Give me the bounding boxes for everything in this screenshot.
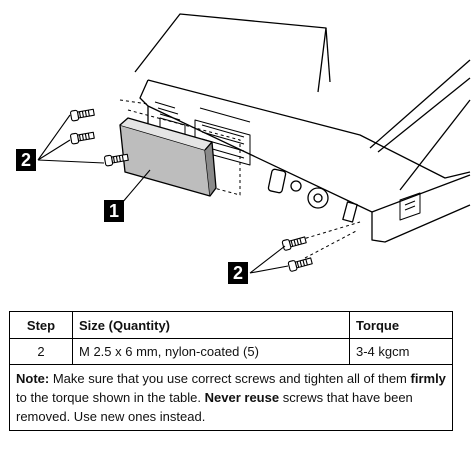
note-bold-never-reuse: Never reuse <box>204 390 280 405</box>
note-text-1: Make sure that you use correct screws an… <box>49 371 411 386</box>
table-row: 2 M 2.5 x 6 mm, nylon-coated (5) 3-4 kgc… <box>9 338 453 365</box>
note-text-3: screws that have been removed. Use new o… <box>16 390 413 424</box>
cell-torque: 3-4 kgcm <box>349 338 453 365</box>
screws-bottom <box>281 236 313 272</box>
note-cell: Note: Make sure that you use correct scr… <box>9 364 453 431</box>
header-torque: Torque <box>349 311 453 339</box>
note-bold-firmly: firmly <box>410 371 446 386</box>
svg-text:2: 2 <box>21 150 31 170</box>
note-text-2: to the torque shown in the table. <box>16 390 205 405</box>
header-size: Size (Quantity) <box>72 311 350 339</box>
svg-text:1: 1 <box>109 201 119 221</box>
screws-top <box>70 108 129 167</box>
cell-step: 2 <box>9 338 73 365</box>
svg-text:2: 2 <box>233 263 243 283</box>
callout-1 <box>104 200 124 222</box>
port-slot <box>267 168 287 194</box>
assembly-diagram: 2 1 2 <box>16 13 471 284</box>
note-row: Note: Make sure that you use correct scr… <box>9 364 453 431</box>
callout-2-top <box>16 149 36 171</box>
round-port <box>307 187 329 209</box>
screw-spec-table: Step Size (Quantity) Torque 2 M 2.5 x 6 … <box>9 311 453 431</box>
header-step: Step <box>9 311 73 339</box>
laptop-base-top-edge <box>147 79 471 179</box>
callout-2-bottom <box>228 262 248 284</box>
table-header-row: Step Size (Quantity) Torque <box>9 311 453 339</box>
cell-size: M 2.5 x 6 mm, nylon-coated (5) <box>72 338 350 365</box>
note-label: Note: <box>16 371 50 386</box>
laptop-base-front <box>147 105 471 243</box>
laptop-lid <box>134 13 327 93</box>
